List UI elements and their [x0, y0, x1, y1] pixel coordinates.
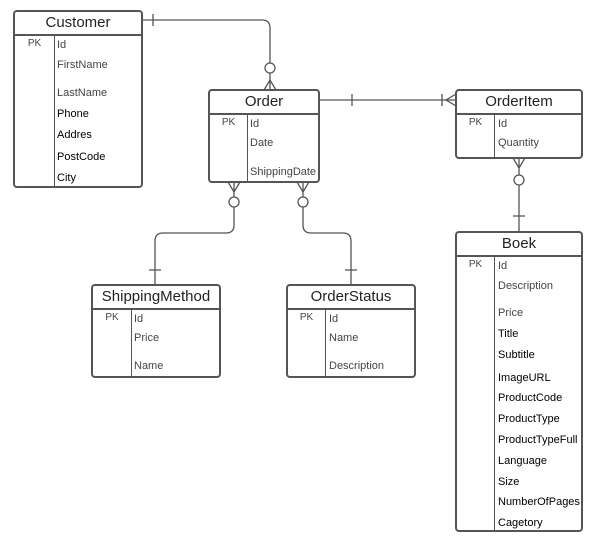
attr-city: City	[57, 172, 76, 184]
attr-imageurl: ImageURL	[498, 372, 551, 384]
entity-title: OrderItem	[457, 91, 581, 115]
pk-label: PK	[27, 38, 42, 49]
entity-orderstatus[interactable]: OrderStatus PK Id Name Description	[286, 284, 416, 378]
attr-cagetory: Cagetory	[498, 517, 543, 529]
entity-order[interactable]: Order PK Id Date ShippingDate	[208, 89, 320, 183]
rel-customer-order-many-mark	[263, 78, 277, 91]
entity-customer[interactable]: Customer PK Id FirstName LastName Phone …	[13, 10, 143, 188]
rel-order-orderitem-many-mark	[444, 93, 457, 107]
rel-order-orderstatus-zero-mark	[297, 196, 309, 208]
entity-title: Boek	[457, 233, 581, 257]
entity-boek[interactable]: Boek PK Id Description Price Title Subti…	[455, 231, 583, 532]
attr-addres: Addres	[57, 129, 92, 141]
attr-shippingdate: ShippingDate	[250, 166, 317, 178]
attr-subtitle: Subtitle	[498, 349, 535, 361]
attr-firstname: FirstName	[57, 59, 108, 71]
attr-producttype: ProductType	[498, 413, 560, 425]
rel-orderitem-boek-many-mark	[512, 157, 526, 170]
entity-title: OrderStatus	[288, 286, 414, 310]
attr-id: Id	[329, 313, 339, 325]
entity-orderitem[interactable]: OrderItem PK Id Quantity	[455, 89, 583, 159]
rel-customer-order	[143, 19, 271, 90]
attr-id: Id	[498, 260, 508, 272]
rel-customer-order-zero-mark	[264, 62, 276, 74]
rel-order-shippingmethod	[154, 182, 235, 285]
attr-numberofpages: NumberOfPages	[498, 496, 580, 508]
rel-order-shippingmethod-many-mark	[227, 181, 241, 194]
attr-id: Id	[134, 313, 144, 325]
attr-id: Id	[250, 118, 260, 130]
pk-label: PK	[299, 312, 314, 323]
attr-price: Price	[498, 307, 524, 319]
attr-name: Name	[329, 332, 359, 344]
attr-description: Description	[498, 280, 554, 292]
pk-label: PK	[468, 117, 483, 128]
attr-lastname: LastName	[57, 87, 108, 99]
pk-label: PK	[468, 259, 483, 270]
rel-order-orderstatus	[302, 182, 352, 285]
rel-orderitem-boek-zero-mark	[513, 174, 525, 186]
rel-order-shippingmethod-zero-mark	[228, 196, 240, 208]
attr-price: Price	[134, 332, 160, 344]
pk-label: PK	[221, 117, 236, 128]
attr-producttypefull: ProductTypeFull	[498, 434, 578, 446]
entity-shippingmethod[interactable]: ShippingMethod PK Id Price Name	[91, 284, 221, 378]
attr-id: Id	[498, 118, 508, 130]
attr-title: Title	[498, 328, 519, 340]
entity-title: Customer	[15, 12, 141, 36]
attr-id: Id	[57, 39, 67, 51]
rel-order-orderstatus-many-mark	[296, 181, 310, 194]
pk-label: PK	[105, 312, 119, 323]
attr-size: Size	[498, 476, 520, 488]
attr-name: Name	[134, 360, 164, 372]
entity-title: ShippingMethod	[93, 286, 219, 310]
attr-language: Language	[498, 455, 547, 467]
attr-postcode: PostCode	[57, 151, 106, 163]
attr-phone: Phone	[57, 108, 89, 120]
entity-title: Order	[210, 91, 318, 115]
attr-description: Description	[329, 360, 385, 372]
attr-date: Date	[250, 137, 274, 149]
attr-productcode: ProductCode	[498, 392, 563, 404]
attr-quantity: Quantity	[498, 137, 539, 149]
